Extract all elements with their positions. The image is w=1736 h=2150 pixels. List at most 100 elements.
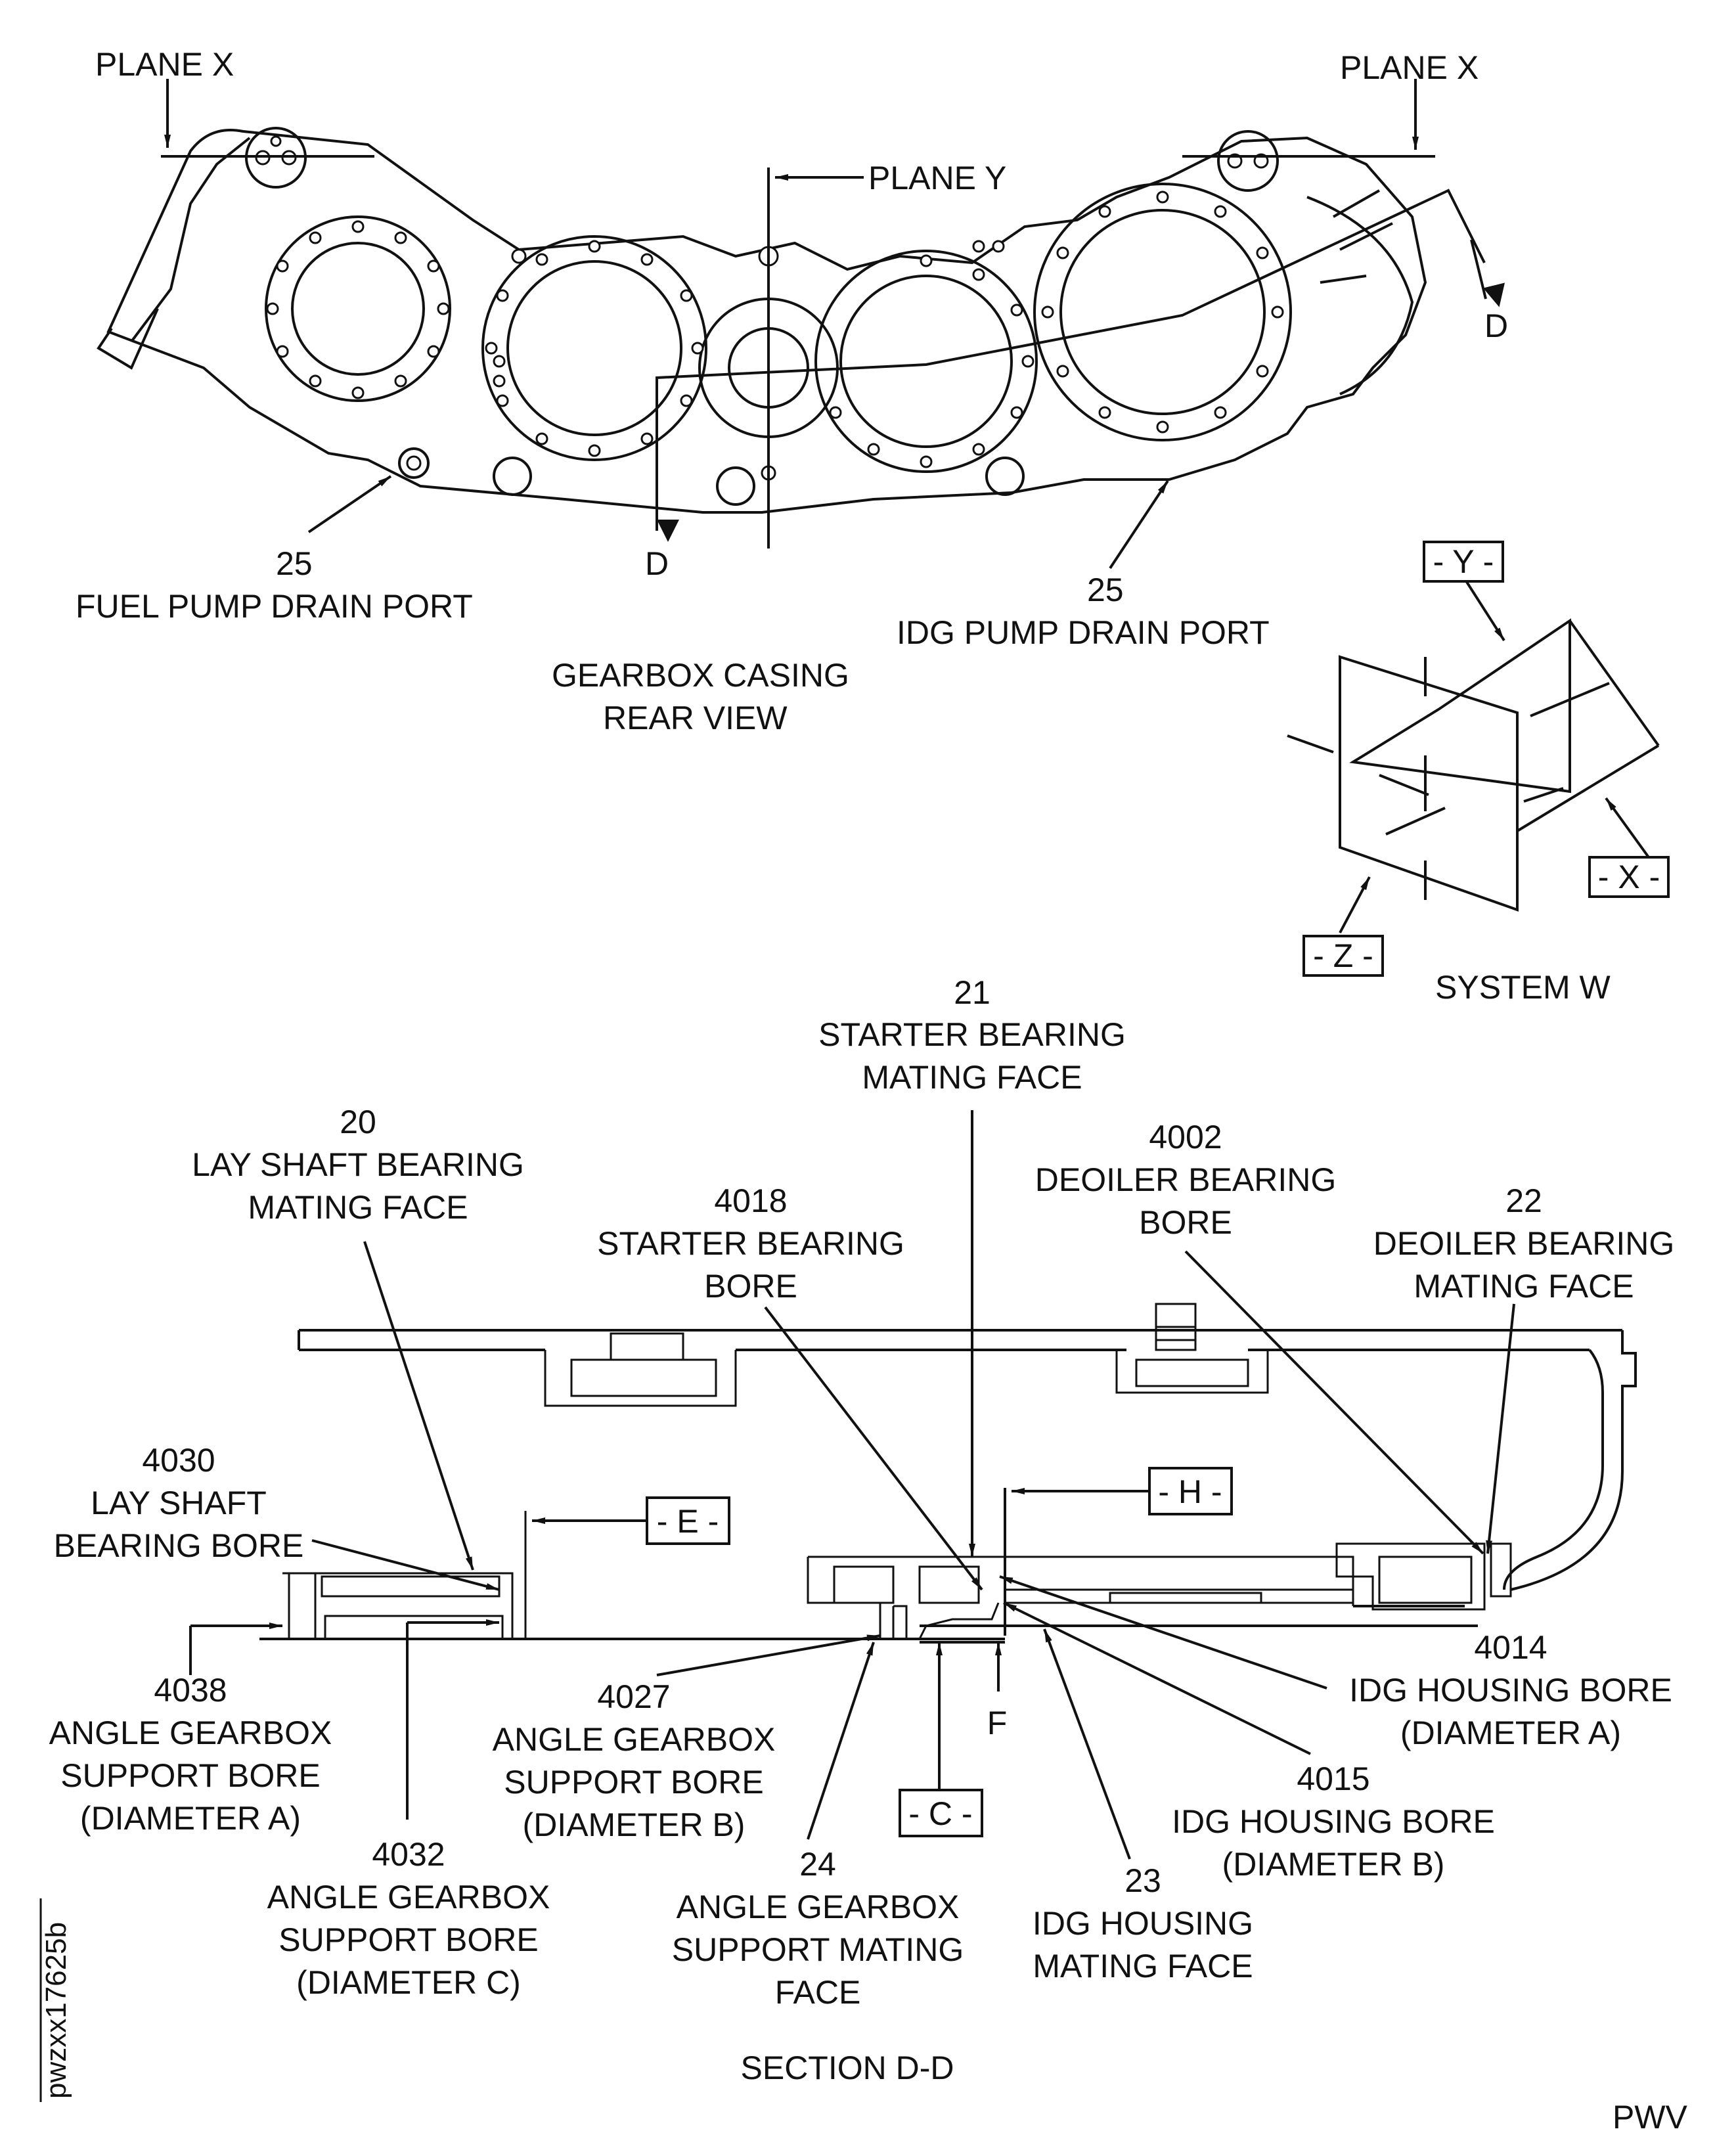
bore-1-flange [265,215,451,402]
datum-y-box [1423,541,1504,583]
bore-3-flange [814,250,1038,473]
callout-21-line2: MATING FACE [862,1059,1082,1096]
section-leaders [189,1110,1515,1860]
datum-x-label: - X - [1598,859,1660,895]
callout-4015-number: 4015 [1297,1760,1369,1797]
bore-4 [1059,209,1266,415]
leader-4027 [656,1634,881,1676]
datum-z-box [1302,935,1384,977]
callout-24-number: 24 [799,1846,836,1883]
callout-4018-number: 4018 [714,1182,787,1219]
callout-4027-number: 4027 [597,1678,670,1715]
callout-21-line1: STARTER BEARING [818,1016,1126,1053]
datum-z-label: - Z - [1313,937,1373,974]
datum-e-label: - E - [657,1503,719,1540]
leader-4014 [999,1575,1327,1690]
idg-drain-number: 25 [1087,571,1124,608]
bore-2 [506,260,682,436]
datum-y-label: - Y - [1433,543,1494,580]
section-marker-left: D [645,545,669,582]
plane-x [1349,618,1571,794]
section-marker-right: D [1484,307,1508,344]
leader-20 [363,1241,474,1571]
datum-f-label: F [987,1705,1008,1741]
idg-drain-leader [1109,480,1169,570]
section-cut-line [656,189,1486,531]
gearbox-rear-view: PLANE X PLANE X PLANE Y D D [95,46,1508,582]
callout-4027-line1: ANGLE GEARBOX [493,1721,776,1758]
casing-outline [106,129,1427,514]
callout-4030-number: 4030 [142,1442,215,1479]
callout-4027-line2: SUPPORT BORE [504,1764,763,1801]
callout-4030-line2: BEARING BORE [54,1527,304,1564]
callout-4002-line2: BORE [1139,1204,1232,1241]
fuel-drain-label: FUEL PUMP DRAIN PORT [76,588,473,625]
callout-21-number: 21 [954,974,990,1011]
plane-y-label: PLANE Y [868,160,1006,196]
bore-3 [839,275,1013,448]
callout-23-line2: MATING FACE [1033,1948,1253,1984]
right-lug [1217,130,1279,192]
callout-4002-number: 4002 [1149,1119,1222,1155]
fuel-drain-leader [307,475,392,533]
callout-24-line2: SUPPORT MATING [672,1931,964,1968]
callout-4032-line3: (DIAMETER C) [296,1964,521,2001]
callout-24-line3: FACE [775,1974,861,2011]
datum-c-label: - C - [908,1795,972,1832]
plane-x-right-label: PLANE X [1340,49,1479,86]
bore-1 [291,242,425,376]
datum-x-box [1588,856,1670,898]
callout-4018-line2: BORE [704,1268,797,1305]
leader-24 [807,1642,875,1840]
callout-4030-line1: LAY SHAFT [91,1485,267,1521]
callout-4015-line1: IDG HOUSING BORE [1172,1803,1495,1840]
callout-4038-line1: ANGLE GEARBOX [49,1714,332,1751]
callout-22-line2: MATING FACE [1413,1268,1634,1305]
bore-2-flange [481,235,707,461]
callout-23-number: 23 [1124,1862,1161,1899]
leader-4015 [1003,1601,1311,1755]
callout-22-line1: DEOILER BEARING [1373,1225,1674,1262]
datum-e-box [646,1496,730,1545]
callout-4014-number: 4014 [1474,1629,1547,1666]
callout-4032-line2: SUPPORT BORE [278,1921,538,1958]
bore-4-flange [1033,183,1292,441]
callout-4032-line1: ANGLE GEARBOX [267,1879,550,1915]
leader-22 [1486,1303,1515,1554]
system-w-diagram [1287,557,1660,933]
section-title: SECTION D-D [741,2049,954,2086]
callout-20-line2: MATING FACE [248,1189,468,1226]
datum-c-box [899,1789,983,1837]
callout-23-line1: IDG HOUSING [1033,1905,1253,1942]
bolt-holes [266,190,1284,506]
datum-h-label: - H - [1158,1473,1222,1510]
system-w-title: SYSTEM W [1435,969,1611,1006]
leader-4018 [764,1306,983,1591]
callout-4015-line2: (DIAMETER B) [1222,1846,1445,1883]
section-dd-drawing [259,1303,1637,1640]
callout-4027-line3: (DIAMETER B) [523,1806,746,1843]
leader-4030 [311,1539,500,1591]
idg-drain-label: IDG PUMP DRAIN PORT [897,614,1270,651]
callout-20-line1: LAY SHAFT BEARING [192,1146,524,1183]
callout-4038-line2: SUPPORT BORE [60,1757,320,1794]
callout-4032-number: 4032 [372,1836,445,1873]
callout-22-number: 22 [1505,1182,1542,1219]
brand-mark: PWV [1613,2099,1688,2136]
plane-x-left-label: PLANE X [95,46,234,83]
callout-20-number: 20 [340,1104,376,1140]
rear-view-title-1: GEARBOX CASING [552,657,849,694]
callout-4018-line1: STARTER BEARING [597,1225,904,1262]
plane-z [1339,655,1519,912]
leader-23 [1043,1628,1131,1860]
figure-id: pwzxx17625b [40,1922,72,2099]
callout-4002-line1: DEOILER BEARING [1035,1161,1336,1198]
callout-24-line1: ANGLE GEARBOX [677,1889,960,1925]
fuel-drain-number: 25 [276,545,313,582]
callout-4038-line3: (DIAMETER A) [80,1800,301,1837]
callout-4038-number: 4038 [154,1672,227,1709]
callout-4014-line1: IDG HOUSING BORE [1349,1672,1672,1709]
rear-view-title-2: REAR VIEW [603,700,788,736]
leader-4002 [1184,1250,1484,1555]
